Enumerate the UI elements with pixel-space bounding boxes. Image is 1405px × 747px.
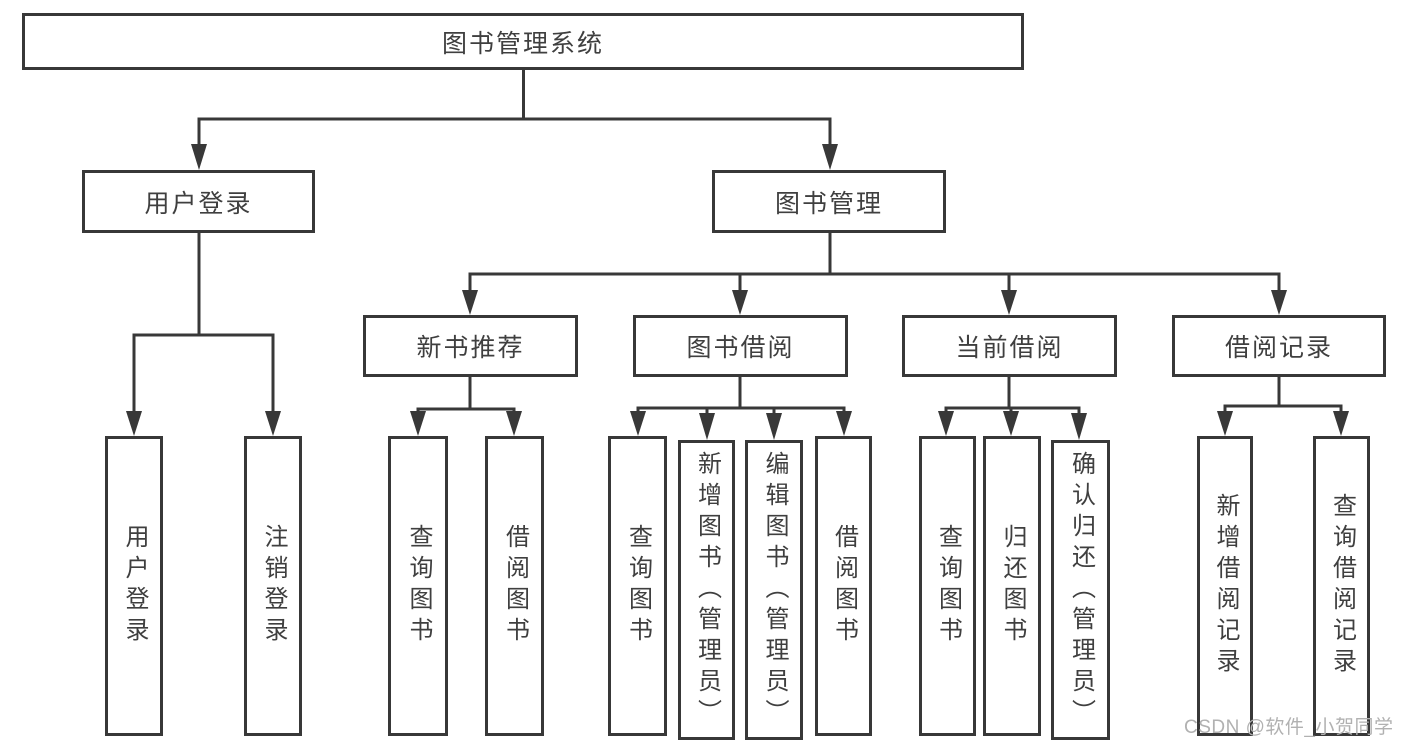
leaf-label: 新增借阅记录 xyxy=(1212,493,1239,679)
node-current-borrow: 当前借阅 xyxy=(902,315,1117,377)
leaf-label: 查询借阅记录 xyxy=(1328,493,1356,679)
node-new-book-recommend: 新书推荐 xyxy=(363,315,578,377)
leaf-user-login: 用户登录 xyxy=(105,436,163,736)
leaf-label: 查询图书 xyxy=(624,524,652,648)
leaf-label: 归还图书 xyxy=(999,524,1026,648)
node-book-borrow: 图书借阅 xyxy=(633,315,848,377)
leaf-label: 注销登录 xyxy=(260,524,287,648)
leaf-logout: 注销登录 xyxy=(244,436,302,736)
leaf-edit-books-admin: 编辑图书（管理员） xyxy=(745,440,803,740)
leaf-label: 查询图书 xyxy=(934,524,962,648)
leaf-query-books-recommend: 查询图书 xyxy=(388,436,448,736)
leaf-add-books-admin: 新增图书（管理员） xyxy=(678,440,735,740)
leaf-query-books-borrow: 查询图书 xyxy=(608,436,667,736)
node-label: 当前借阅 xyxy=(955,334,1064,362)
leaf-label: 用户登录 xyxy=(121,524,148,648)
node-borrow-records: 借阅记录 xyxy=(1172,315,1386,377)
node-label: 图书管理 xyxy=(774,189,883,218)
leaf-confirm-return-admin: 确认归还（管理员） xyxy=(1051,440,1110,740)
leaf-label: 查询图书 xyxy=(405,524,432,648)
leaf-label: 借阅图书 xyxy=(830,524,858,648)
node-label: 借阅记录 xyxy=(1224,334,1333,362)
csdn-watermark: CSDN @软件_小贺同学 xyxy=(1184,717,1394,738)
leaf-label: 编辑图书（管理员） xyxy=(761,450,788,730)
node-label: 新书推荐 xyxy=(416,334,525,362)
leaf-query-borrow-record: 查询借阅记录 xyxy=(1313,436,1370,736)
node-book-management: 图书管理 xyxy=(712,170,946,233)
node-user-login: 用户登录 xyxy=(82,170,315,233)
leaf-return-books: 归还图书 xyxy=(983,436,1041,736)
leaf-label: 新增图书（管理员） xyxy=(693,450,721,730)
leaf-label: 借阅图书 xyxy=(501,524,529,648)
arrowheads xyxy=(126,144,1349,440)
leaf-query-books-current: 查询图书 xyxy=(919,436,976,736)
node-label: 图书管理系统 xyxy=(441,29,604,58)
node-library-management-system: 图书管理系统 xyxy=(22,13,1024,70)
leaf-borrow-books-recommend: 借阅图书 xyxy=(485,436,544,736)
leaf-borrow-books: 借阅图书 xyxy=(815,436,872,736)
node-label: 用户登录 xyxy=(144,189,253,218)
leaf-label: 确认归还（管理员） xyxy=(1067,450,1095,730)
node-label: 图书借阅 xyxy=(686,334,795,362)
leaf-add-borrow-record: 新增借阅记录 xyxy=(1197,436,1253,736)
